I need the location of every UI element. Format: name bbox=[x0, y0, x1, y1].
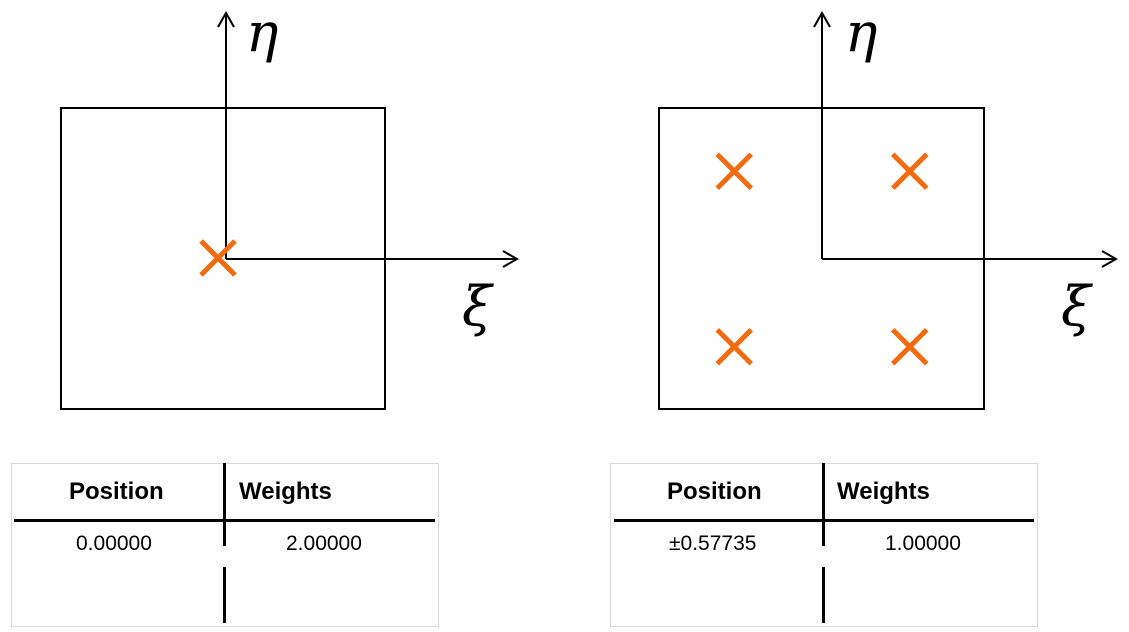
eta-axis-label: η bbox=[246, 1, 279, 64]
weight-value: 1.00000 bbox=[885, 532, 961, 555]
xi-axis-label: ξ bbox=[462, 275, 492, 338]
position-value: ±0.57735 bbox=[669, 532, 757, 555]
eta-arrowhead bbox=[217, 10, 235, 28]
integration-point-marker bbox=[890, 152, 929, 191]
left-quadrature-panel: η ξ Position Weights 0.00000 2.00000 bbox=[11, 1, 520, 627]
integration-point-marker bbox=[890, 327, 929, 366]
position-value: 0.00000 bbox=[76, 532, 152, 555]
integration-point-marker bbox=[715, 327, 754, 366]
table-column-divider-top bbox=[822, 463, 825, 546]
eta-arrowhead bbox=[813, 10, 831, 28]
table-column-divider-top bbox=[223, 463, 226, 546]
weights-header: Weights bbox=[239, 478, 332, 505]
right-diagram bbox=[658, 10, 1119, 410]
integration-point-marker bbox=[199, 239, 237, 277]
table-column-divider-bottom bbox=[223, 567, 226, 623]
integration-point-marker bbox=[715, 152, 754, 191]
position-header: Position bbox=[667, 478, 762, 505]
table-header-rule bbox=[614, 519, 1034, 522]
table-column-divider-bottom bbox=[822, 567, 825, 623]
right-quadrature-panel: η ξ Position Weights ±0.57735 1.00000 bbox=[598, 0, 1129, 632]
integration-points bbox=[199, 239, 237, 277]
weights-header: Weights bbox=[837, 478, 930, 505]
integration-points bbox=[715, 152, 929, 366]
xi-arrowhead bbox=[1101, 250, 1119, 268]
position-header: Position bbox=[69, 478, 164, 505]
weight-value: 2.00000 bbox=[286, 532, 362, 555]
xi-arrowhead bbox=[502, 250, 520, 268]
xi-axis-label: ξ bbox=[1061, 275, 1091, 338]
table-header-rule bbox=[14, 519, 435, 522]
left-diagram bbox=[60, 10, 520, 410]
eta-axis-label: η bbox=[845, 1, 878, 64]
